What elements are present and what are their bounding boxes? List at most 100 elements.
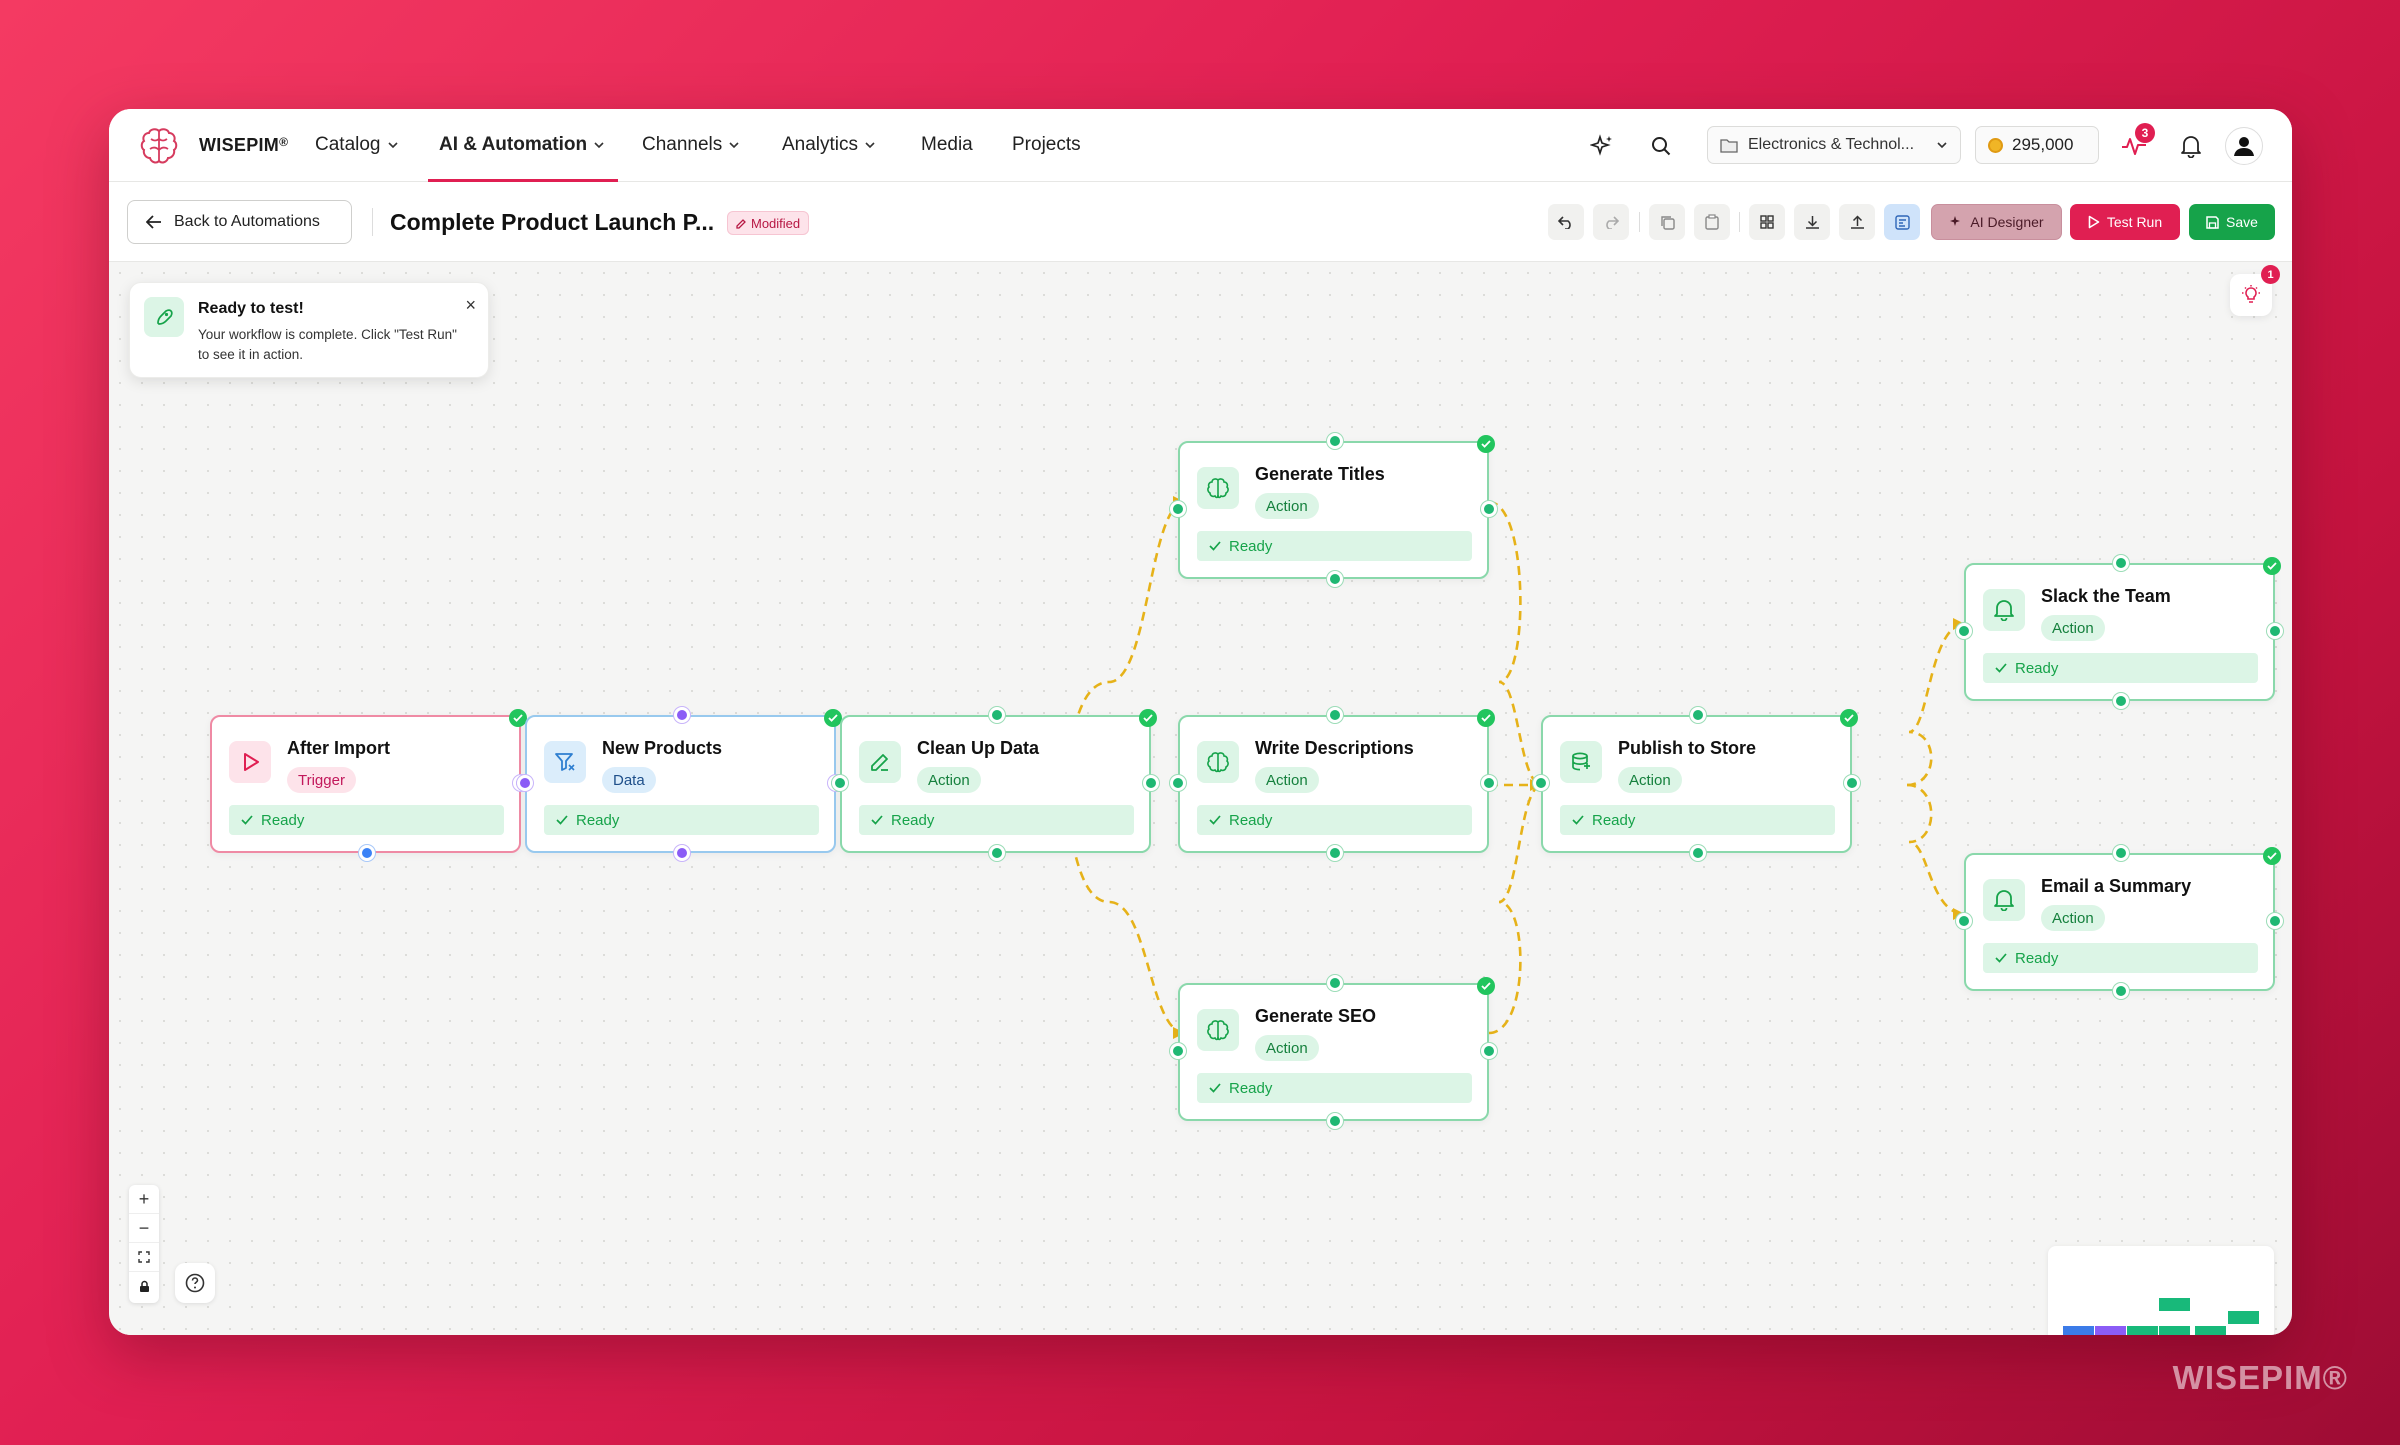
output-port-bottom[interactable] bbox=[1690, 845, 1706, 861]
insights-button[interactable]: 1 bbox=[2230, 265, 2280, 316]
chevron-down-icon bbox=[865, 142, 875, 149]
copy-button[interactable] bbox=[1649, 204, 1685, 240]
nav-projects[interactable]: Projects bbox=[1012, 134, 1081, 156]
redo-button[interactable] bbox=[1593, 204, 1629, 240]
minimap-node bbox=[2095, 1326, 2126, 1335]
fit-view-icon[interactable] bbox=[129, 1243, 159, 1272]
workflow-canvas[interactable]: Ready to test! Your workflow is complete… bbox=[109, 262, 2292, 1335]
node-after-import[interactable]: After Import Trigger Ready bbox=[210, 709, 529, 861]
output-port-bottom[interactable] bbox=[359, 845, 375, 861]
input-port-left[interactable] bbox=[1170, 501, 1186, 517]
bell-icon[interactable] bbox=[2176, 131, 2206, 161]
output-port-right[interactable] bbox=[1481, 1043, 1497, 1059]
input-port-top[interactable] bbox=[1327, 433, 1343, 449]
back-to-automations-button[interactable]: Back to Automations bbox=[127, 200, 352, 244]
nav-channels[interactable]: Channels bbox=[642, 134, 740, 156]
node-status-label: Ready bbox=[2015, 659, 2059, 677]
modified-label: Modified bbox=[751, 215, 801, 231]
nav-catalog[interactable]: Catalog bbox=[315, 134, 399, 156]
user-avatar[interactable] bbox=[2225, 127, 2263, 165]
download-button[interactable] bbox=[1794, 204, 1830, 240]
node-write-descriptions[interactable]: Write Descriptions Action Ready bbox=[1170, 707, 1497, 861]
zoom-out-icon[interactable]: − bbox=[129, 1214, 159, 1243]
node-email-a-summary[interactable]: Email a Summary Action Ready bbox=[1956, 845, 2283, 999]
search-icon[interactable] bbox=[1646, 131, 1676, 161]
nav-analytics[interactable]: Analytics bbox=[782, 134, 876, 156]
output-port-bottom[interactable] bbox=[1327, 845, 1343, 861]
store-selector[interactable]: Electronics & Technol... bbox=[1707, 126, 1961, 164]
output-port-right[interactable] bbox=[2267, 623, 2283, 639]
node-generate-seo[interactable]: Generate SEO Action Ready bbox=[1170, 975, 1497, 1129]
minimap[interactable] bbox=[2048, 1246, 2274, 1335]
brain-icon bbox=[1197, 467, 1239, 509]
input-port-top[interactable] bbox=[989, 707, 1005, 723]
input-port-left[interactable] bbox=[1956, 913, 1972, 929]
output-port-bottom[interactable] bbox=[1327, 1113, 1343, 1129]
output-port-bottom[interactable] bbox=[674, 845, 690, 861]
output-port-bottom[interactable] bbox=[989, 845, 1005, 861]
input-port-left[interactable] bbox=[1956, 623, 1972, 639]
node-status-label: Ready bbox=[1229, 811, 1273, 829]
output-port-bottom[interactable] bbox=[2113, 693, 2129, 709]
play-icon bbox=[229, 741, 271, 783]
input-port-left[interactable] bbox=[1170, 775, 1186, 791]
input-port-top[interactable] bbox=[674, 707, 690, 723]
output-port-bottom[interactable] bbox=[1327, 571, 1343, 587]
node-slack-the-team[interactable]: Slack the Team Action Ready bbox=[1956, 555, 2283, 709]
node-status-label: Ready bbox=[576, 811, 620, 829]
chevron-down-icon bbox=[729, 142, 739, 149]
workflow-title[interactable]: Complete Product Launch P... bbox=[390, 209, 715, 235]
output-port-right[interactable] bbox=[1481, 775, 1497, 791]
check-icon bbox=[241, 815, 253, 825]
input-port-top[interactable] bbox=[1327, 707, 1343, 723]
node-title: Publish to Store bbox=[1618, 738, 1757, 758]
output-port-right[interactable] bbox=[1481, 501, 1497, 517]
minimap-node bbox=[2063, 1326, 2094, 1335]
input-port-left[interactable] bbox=[517, 775, 533, 791]
node-publish-to-store[interactable]: Publish to Store Action Ready bbox=[1533, 707, 1860, 861]
minimap-node bbox=[2228, 1311, 2259, 1324]
credits-balance[interactable]: 295,000 bbox=[1975, 126, 2099, 164]
activity-icon[interactable] bbox=[2119, 131, 2149, 161]
test-run-label: Test Run bbox=[2106, 214, 2163, 230]
sparkles-icon[interactable] bbox=[1587, 131, 1617, 161]
upload-button[interactable] bbox=[1839, 204, 1875, 240]
input-port-top[interactable] bbox=[1690, 707, 1706, 723]
input-port-left[interactable] bbox=[1533, 775, 1549, 791]
node-new-products[interactable]: New Products Data Ready bbox=[517, 707, 844, 861]
input-port-top[interactable] bbox=[1327, 975, 1343, 991]
input-port-left[interactable] bbox=[1170, 1043, 1186, 1059]
auto-layout-button[interactable] bbox=[1749, 204, 1785, 240]
output-port-right[interactable] bbox=[1844, 775, 1860, 791]
chevron-down-icon bbox=[594, 142, 604, 149]
nav-media[interactable]: Media bbox=[921, 134, 973, 156]
help-button[interactable] bbox=[175, 1263, 215, 1303]
input-port-top[interactable] bbox=[2113, 555, 2129, 571]
input-port-left[interactable] bbox=[832, 775, 848, 791]
output-port-right[interactable] bbox=[2267, 913, 2283, 929]
check-circle-icon bbox=[1477, 977, 1495, 995]
node-status-label: Ready bbox=[2015, 949, 2059, 967]
undo-button[interactable] bbox=[1548, 204, 1584, 240]
variables-button[interactable] bbox=[1884, 204, 1920, 240]
save-button[interactable]: Save bbox=[2189, 204, 2275, 240]
test-run-button[interactable]: Test Run bbox=[2070, 204, 2180, 240]
zoom-in-icon[interactable]: + bbox=[129, 1185, 159, 1214]
check-circle-icon bbox=[1477, 709, 1495, 727]
undo-icon bbox=[1558, 216, 1571, 229]
database-icon bbox=[1560, 741, 1602, 783]
ai-designer-button[interactable]: AI Designer bbox=[1931, 204, 2062, 240]
output-port-right[interactable] bbox=[1143, 775, 1159, 791]
node-generate-titles[interactable]: Generate Titles Action Ready bbox=[1170, 433, 1497, 587]
check-circle-icon bbox=[509, 709, 527, 727]
brain-logo-icon[interactable] bbox=[139, 127, 179, 165]
nav-ai-automation[interactable]: AI & Automation bbox=[439, 134, 605, 156]
input-port-top[interactable] bbox=[2113, 845, 2129, 861]
paste-button[interactable] bbox=[1694, 204, 1730, 240]
node-title: Slack the Team bbox=[2041, 586, 2171, 606]
node-status: Ready bbox=[1197, 805, 1472, 835]
node-clean-up-data[interactable]: Clean Up Data Action Ready bbox=[832, 707, 1159, 861]
output-port-bottom[interactable] bbox=[2113, 983, 2129, 999]
lock-icon[interactable] bbox=[129, 1272, 159, 1301]
close-icon[interactable]: × bbox=[465, 295, 476, 315]
